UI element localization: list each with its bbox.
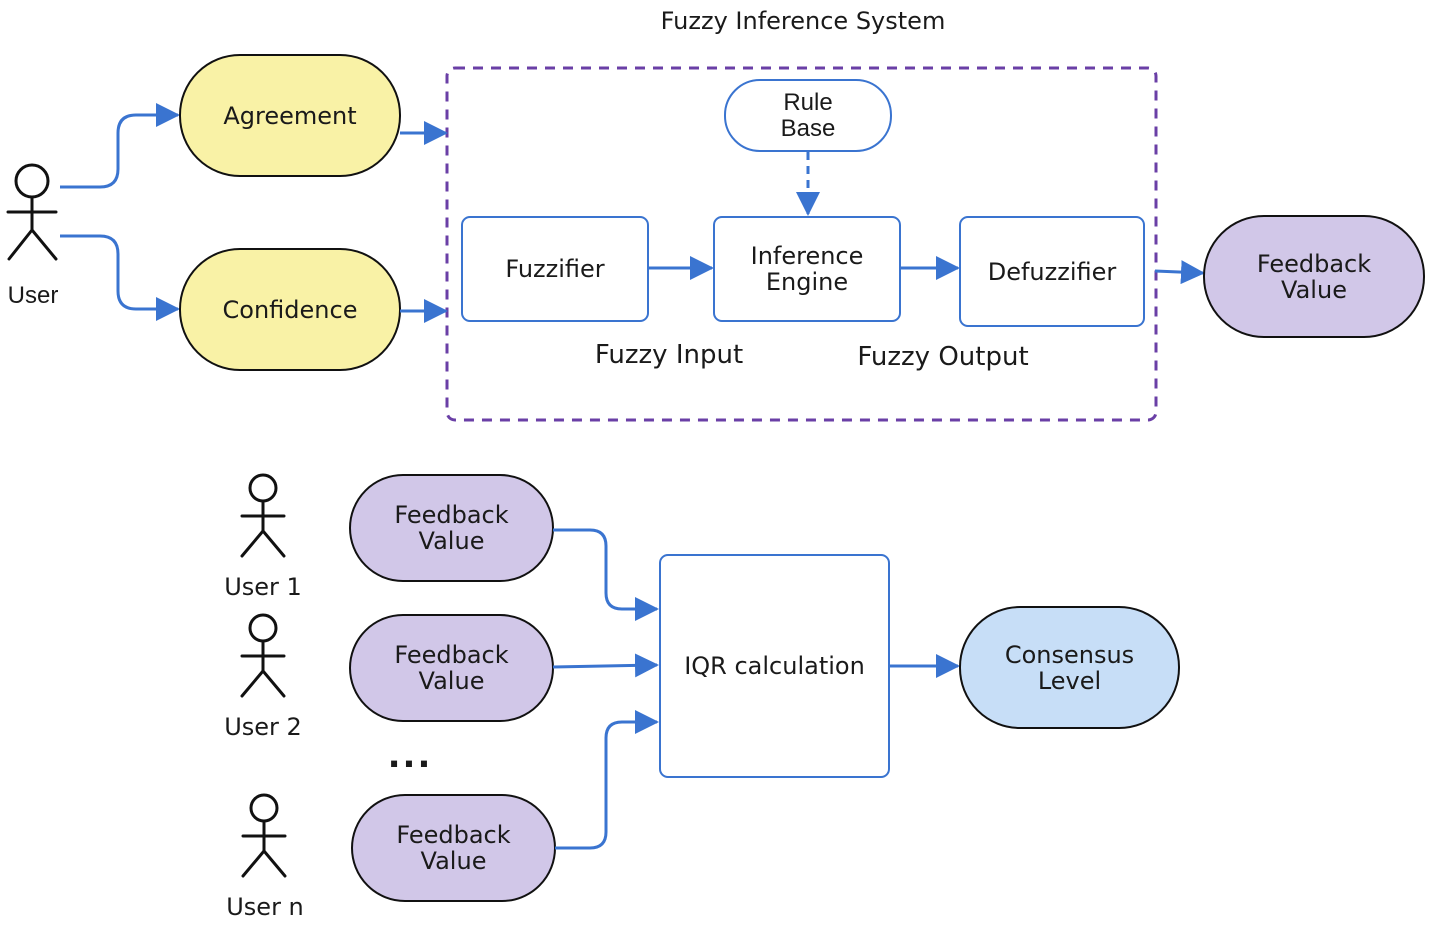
arrow-feedback2-iqr	[552, 653, 659, 678]
confidence-node-shape	[179, 248, 401, 371]
arrow-fis-feedback	[1154, 260, 1205, 285]
arrow-user-confidence	[60, 234, 180, 321]
arrow-feedback1-iqr	[553, 528, 659, 621]
consensus-level-shape	[959, 606, 1180, 729]
agreement-node-shape	[179, 54, 401, 177]
fis-container	[445, 66, 1158, 422]
fuzzy-output-label: Fuzzy Output	[857, 342, 1029, 372]
fuzzifier-box	[461, 216, 649, 322]
user-2-label: User 2	[224, 713, 302, 741]
user-1-label: User 1	[224, 573, 302, 601]
fuzzy-input-label: Fuzzy Input	[594, 340, 744, 370]
user-n-label: User n	[226, 893, 304, 921]
feedback-value-1-shape	[349, 474, 554, 582]
arrow-user-agreement	[60, 103, 180, 189]
arrow-feedbackn-iqr	[555, 710, 659, 850]
fis-title: Fuzzy Inference System	[660, 7, 946, 35]
feedback-value-n-shape	[351, 794, 556, 902]
inference-engine-box	[713, 216, 901, 322]
feedback-value-top-shape	[1203, 215, 1425, 338]
user-figure-icon	[6, 163, 58, 261]
defuzzifier-box	[959, 216, 1145, 327]
feedback-value-2-shape	[349, 614, 554, 722]
user-label: User	[7, 282, 59, 309]
iqr-box	[659, 554, 890, 778]
ellipsis-more-users: ...	[387, 736, 433, 776]
user-n-figure-icon	[241, 793, 287, 878]
user-2-figure-icon	[240, 613, 286, 698]
rule-base-shape	[724, 79, 892, 152]
user-1-figure-icon	[240, 473, 286, 558]
